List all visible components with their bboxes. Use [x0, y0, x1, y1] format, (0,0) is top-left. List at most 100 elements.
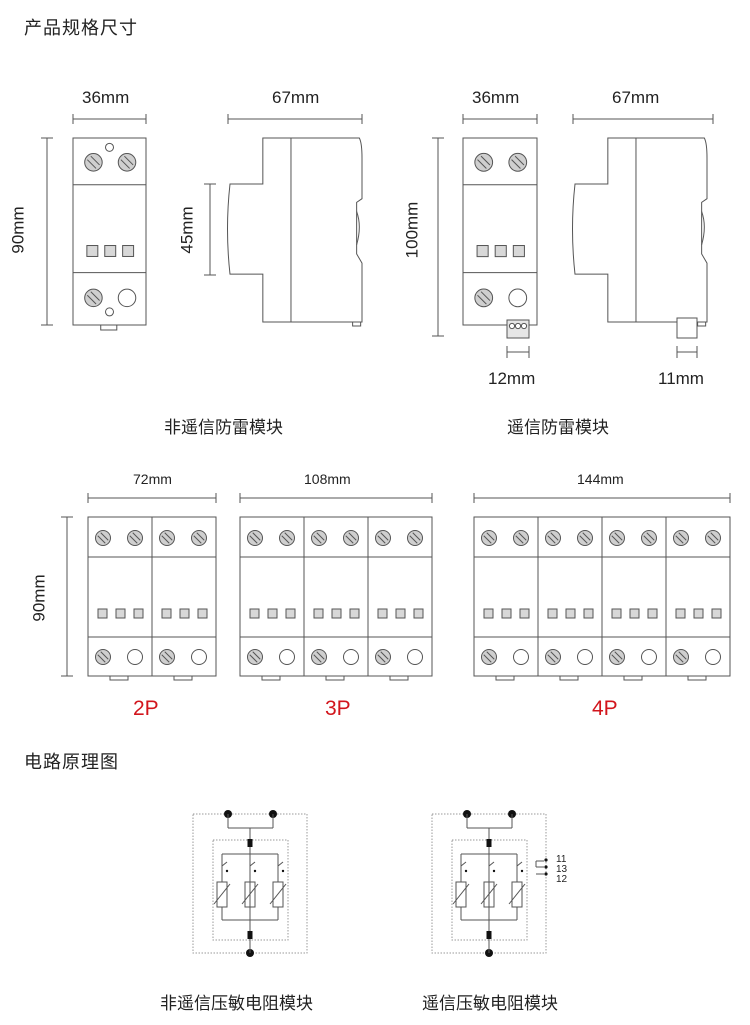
varistor-slash — [241, 883, 259, 905]
terminal-hole — [514, 322, 522, 330]
dim-height-90-multi: 90mm — [29, 574, 49, 622]
dim-terminal-11: 11mm — [658, 369, 704, 388]
screw-icon — [95, 530, 111, 546]
indicator-window — [565, 608, 576, 619]
section-title-dimensions: 产品规格尺寸 — [24, 18, 138, 38]
indicator-window — [611, 608, 622, 619]
remote-terminal-side — [676, 317, 698, 339]
screw-slot — [486, 651, 495, 660]
screw-slot — [120, 159, 131, 169]
screw-icon — [311, 530, 327, 546]
screw-slot — [518, 532, 527, 541]
module-front — [462, 137, 538, 326]
switch-contact — [225, 869, 229, 873]
screw-slot — [124, 155, 134, 166]
fuse-icon — [486, 931, 492, 939]
thermal-switch-icon — [277, 861, 284, 867]
indicator-window — [413, 608, 424, 619]
screw-slot — [86, 294, 97, 305]
dim-width-72: 72mm — [133, 471, 172, 487]
din-foot — [495, 675, 515, 681]
screw-icon — [545, 530, 561, 546]
screw-slot — [132, 532, 141, 541]
screw-slot — [511, 159, 521, 169]
screw-slot — [100, 651, 109, 660]
screw-slot — [483, 654, 492, 663]
label-4p: 4P — [592, 697, 618, 720]
screw-icon — [474, 288, 494, 308]
screw-icon — [191, 530, 207, 546]
switch-contact — [520, 869, 524, 873]
fuse-icon — [247, 931, 253, 939]
screw-slot — [643, 535, 652, 544]
screw-slot — [164, 532, 173, 541]
caption-non-remote: 非遥信防雷模块 — [164, 418, 283, 437]
varistor-slash — [269, 883, 287, 905]
switch-contact — [492, 869, 496, 873]
indicator-window — [161, 608, 172, 619]
din-latch — [352, 321, 362, 327]
fuse-icon — [486, 839, 492, 847]
thermal-switch-icon — [221, 861, 228, 867]
screw-icon — [513, 530, 529, 546]
section-title-circuit: 电路原理图 — [24, 752, 119, 772]
screw-slot — [90, 155, 100, 166]
screw-slot — [100, 532, 109, 541]
screw-slot — [477, 294, 487, 305]
fuse-icon — [247, 839, 253, 847]
terminal-hole — [508, 322, 516, 330]
screw-slot — [707, 535, 716, 544]
indicator-window — [583, 608, 594, 619]
screw-icon — [95, 649, 111, 665]
dim-width-36: 36mm — [82, 88, 130, 107]
terminal-hole — [279, 649, 295, 665]
screw-slot — [252, 651, 261, 660]
screw-icon — [343, 530, 359, 546]
module-side — [572, 137, 708, 323]
din-foot — [261, 675, 281, 681]
screw-slot — [249, 654, 258, 663]
screw-slot — [377, 654, 386, 663]
screw-slot — [284, 532, 293, 541]
screw-slot — [515, 535, 524, 544]
screw-slot — [477, 159, 487, 169]
screw-slot — [196, 532, 205, 541]
screw-icon — [481, 649, 497, 665]
thermal-switch-icon — [460, 861, 467, 867]
screw-slot — [614, 532, 623, 541]
screw-slot — [480, 155, 491, 166]
screw-slot — [579, 535, 588, 544]
terminal-hole — [105, 307, 114, 317]
screw-slot — [480, 291, 491, 301]
screw-icon — [117, 153, 137, 172]
switch-contact — [281, 869, 285, 873]
terminal-11: 11 — [556, 854, 567, 865]
din-foot — [173, 675, 193, 681]
terminal-12: 12 — [556, 874, 568, 885]
indicator-window — [519, 608, 530, 619]
indicator-window — [494, 245, 507, 258]
dim-depth-67-remote: 67mm — [612, 88, 660, 107]
screw-slot — [252, 532, 261, 541]
screw-slot — [90, 291, 100, 301]
dim-height-45: 45mm — [177, 206, 197, 254]
indicator-window — [476, 245, 489, 258]
dim-width-36-remote: 36mm — [472, 88, 520, 107]
screw-icon — [545, 649, 561, 665]
indicator-window — [104, 245, 117, 257]
din-foot — [687, 675, 707, 681]
screw-slot — [611, 654, 620, 663]
terminal-13: 13 — [556, 864, 568, 875]
din-foot — [389, 675, 409, 681]
screw-icon — [159, 530, 175, 546]
indicator-window — [693, 608, 704, 619]
indicator-window — [675, 608, 686, 619]
terminal-hole — [705, 649, 721, 665]
din-foot — [559, 675, 579, 681]
terminal-hole — [117, 288, 137, 308]
varistor-slash — [508, 883, 526, 905]
dim-depth-67: 67mm — [272, 88, 320, 107]
varistor-slash — [213, 883, 231, 905]
terminal-hole — [127, 649, 143, 665]
